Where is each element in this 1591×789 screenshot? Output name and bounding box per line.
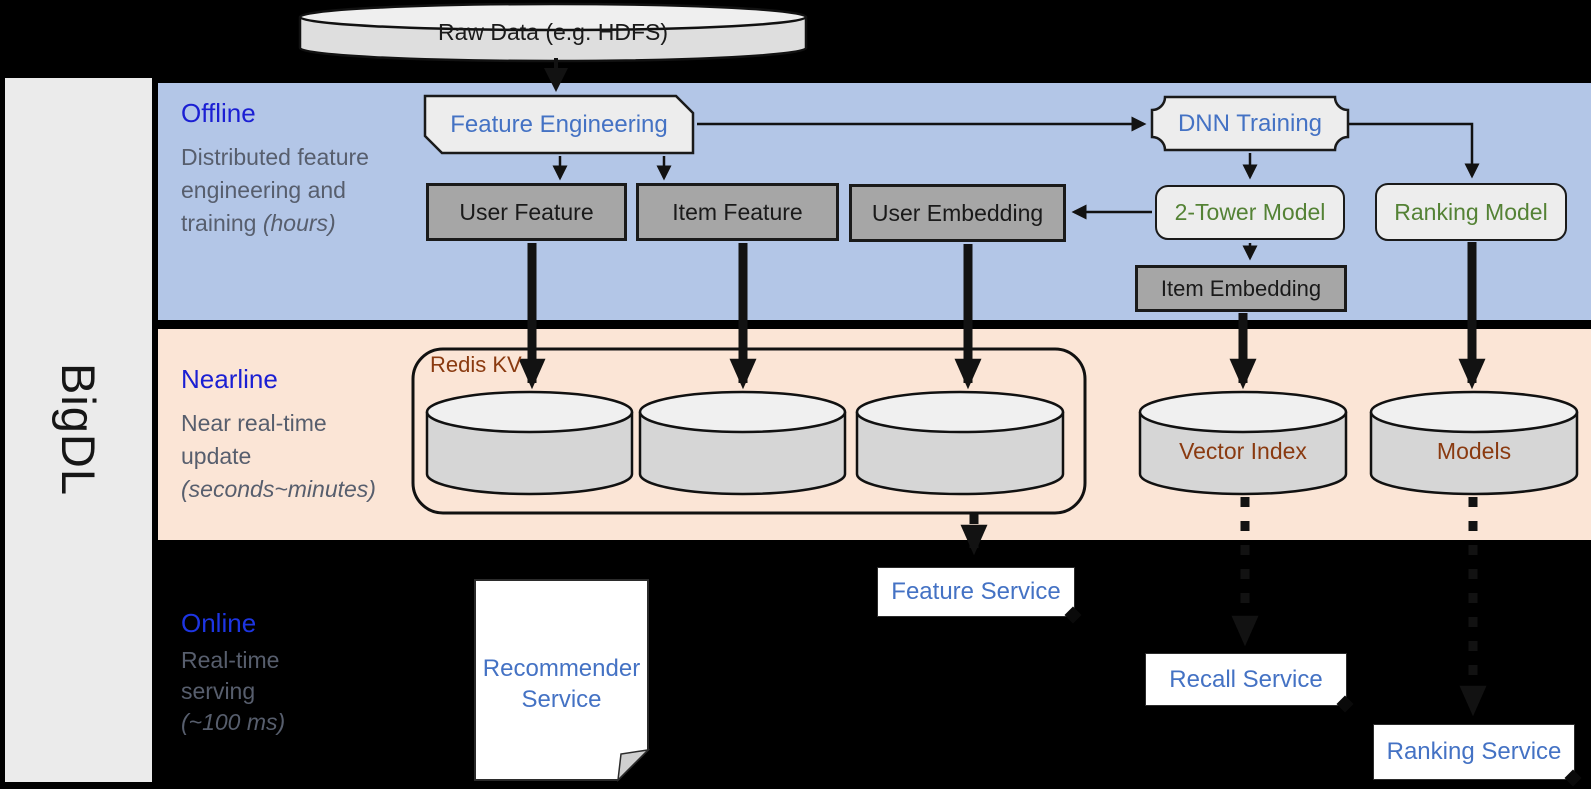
- ranking-model-node: Ranking Model: [1375, 183, 1567, 241]
- recall-service-node: Recall Service: [1145, 653, 1347, 706]
- kv-cylinder-1: [425, 390, 634, 496]
- recommender-service-document: [474, 579, 651, 783]
- models-label: Models: [1436, 438, 1512, 464]
- online-section-desc: Real-time serving (~100 ms): [181, 647, 286, 735]
- user-feature-node: User Feature: [426, 183, 627, 241]
- raw-data-label: Raw Data (e.g. HDFS): [437, 18, 669, 45]
- redis-kv-label: Redis KV: [430, 352, 522, 377]
- models-cylinder: [1369, 390, 1579, 496]
- bigdl-sidebar: BigDL: [5, 78, 152, 782]
- item-embedding-node: Item Embedding: [1135, 265, 1347, 312]
- feature-engineering-node: Feature Engineering: [450, 110, 668, 138]
- arrow-dnn-to-rankingmodel: [1349, 122, 1480, 179]
- dnn-training-node: DNN Training: [1177, 109, 1323, 137]
- kv-cylinder-3: [855, 390, 1065, 496]
- vector-index-label: Vector Index: [1179, 438, 1307, 464]
- nearline-section-title: Nearline: [181, 364, 278, 394]
- offline-section-title: Offline: [181, 98, 256, 128]
- nearline-section-desc: Near real-time update (seconds~minutes): [181, 410, 376, 502]
- kv-cylinder-2: [638, 390, 847, 496]
- user-embedding-node: User Embedding: [849, 184, 1066, 242]
- raw-data-cylinder: [298, 2, 808, 63]
- feature-engineering-shape: [423, 94, 695, 155]
- recommender-service-label: Recommender Service: [482, 655, 641, 713]
- bigdl-logo-text: BigDL: [52, 363, 105, 497]
- dnn-training-shape: [1150, 95, 1350, 152]
- offline-section-desc: Distributed feature engineering and trai…: [181, 144, 369, 236]
- ranking-service-node: Ranking Service: [1373, 724, 1575, 780]
- item-feature-node: Item Feature: [636, 183, 839, 241]
- vector-index-cylinder: [1138, 390, 1348, 496]
- feature-service-node: Feature Service: [877, 567, 1075, 617]
- two-tower-model-node: 2-Tower Model: [1155, 185, 1345, 240]
- redis-kv-container: [411, 347, 1087, 515]
- online-section-title: Online: [181, 608, 257, 638]
